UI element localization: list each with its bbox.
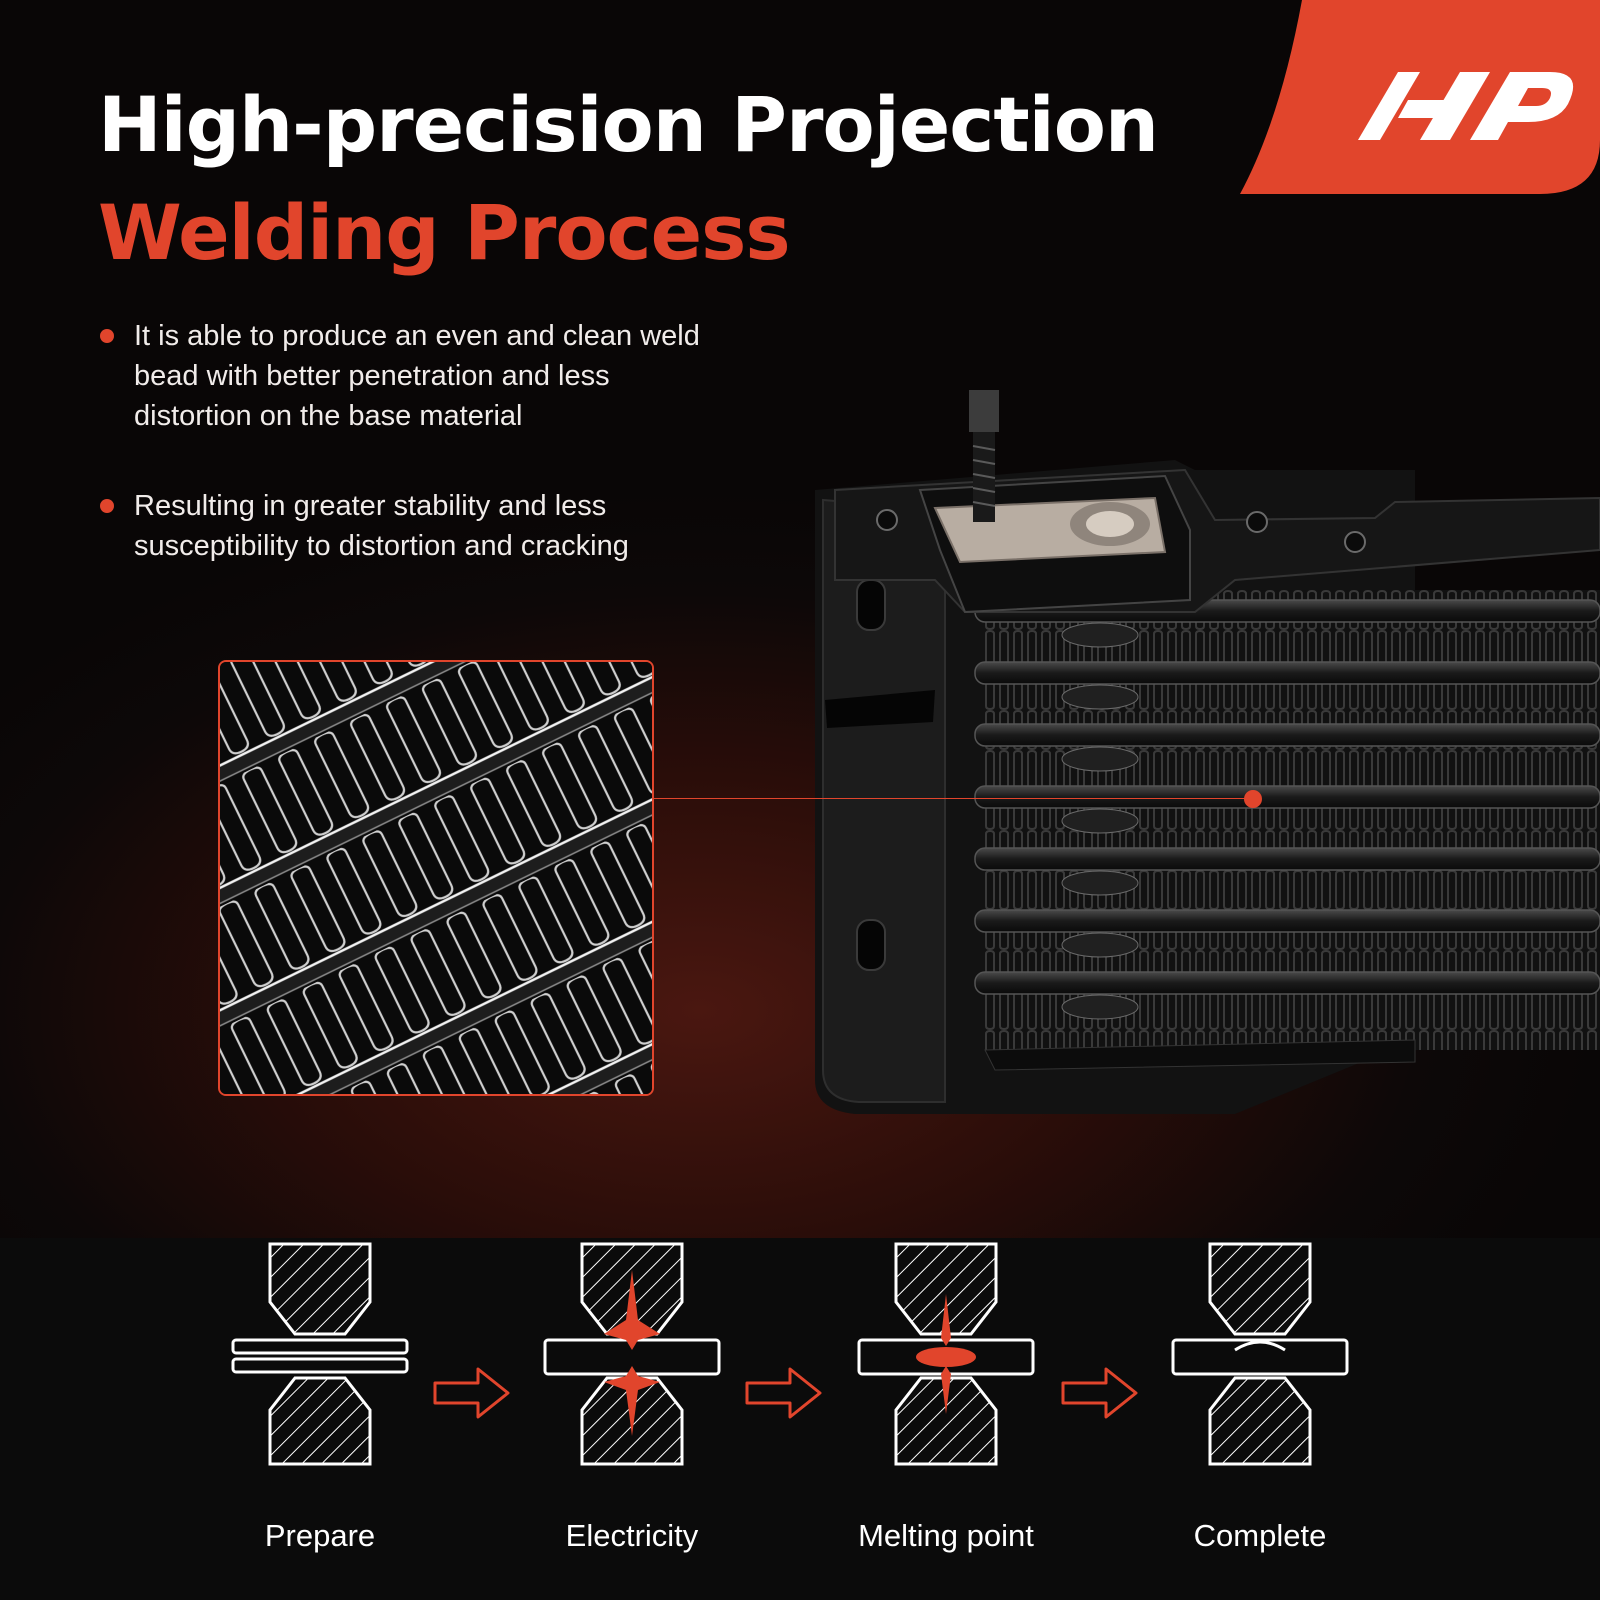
step-label: Electricity <box>565 1518 699 1553</box>
step-electricity: Electricity <box>522 1238 742 1553</box>
oil-cooler-product-image <box>815 390 1600 1114</box>
step-label: Prepare <box>264 1518 376 1553</box>
bullet-dot-icon <box>100 499 114 513</box>
step-label: Complete <box>1193 1518 1327 1553</box>
arrow-right-icon <box>1061 1367 1138 1419</box>
step-label: Melting point <box>858 1518 1034 1553</box>
step-melting-point: Melting point <box>836 1238 1056 1553</box>
brand-logo <box>1240 0 1600 194</box>
title-line-1: High-precision Projection <box>98 80 1159 169</box>
bullet-dot-icon <box>100 329 114 343</box>
feature-item: Resulting in greater stability and less … <box>100 486 720 566</box>
feature-list: It is able to produce an even and clean … <box>100 316 720 616</box>
feature-text: It is able to produce an even and clean … <box>134 320 700 432</box>
electricity-icon <box>543 1242 721 1466</box>
complete-icon <box>1171 1242 1349 1466</box>
callout-line <box>650 798 1255 799</box>
arrow-right-icon <box>745 1367 822 1419</box>
melting-point-icon <box>857 1242 1035 1466</box>
feature-text: Resulting in greater stability and less … <box>134 490 629 562</box>
title-line-2: Welding Process <box>98 188 791 277</box>
step-prepare: Prepare <box>210 1238 430 1553</box>
fin-closeup-image <box>218 660 654 1096</box>
welding-steps: Prepare Electricity <box>0 1238 1600 1600</box>
prepare-icon <box>231 1242 409 1466</box>
feature-item: It is able to produce an even and clean … <box>100 316 720 436</box>
callout-dot-icon <box>1244 790 1262 808</box>
arrow-right-icon <box>433 1367 510 1419</box>
step-complete: Complete <box>1150 1238 1370 1553</box>
